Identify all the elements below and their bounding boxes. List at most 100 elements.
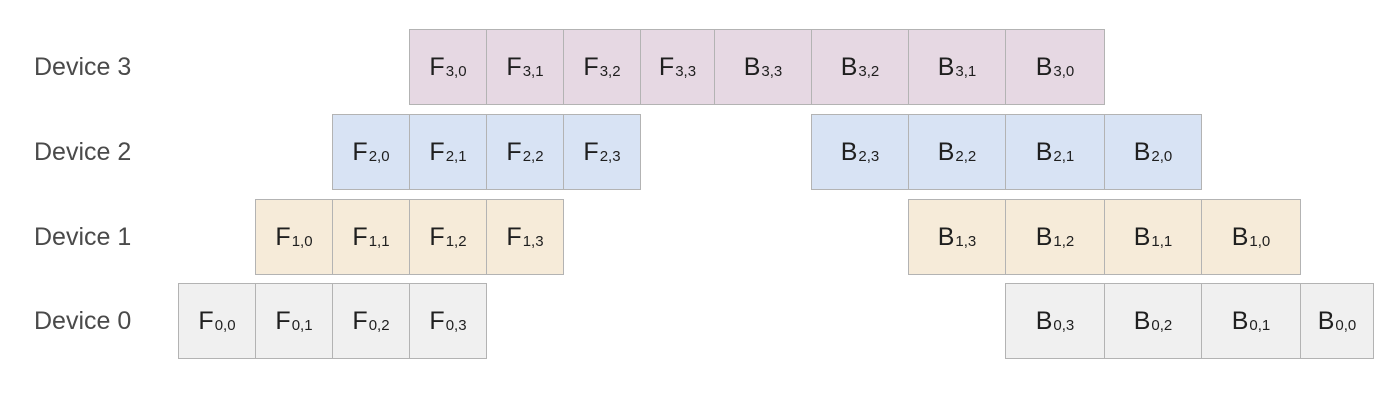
block-subscript: 2,0 — [368, 147, 390, 165]
block-subscript: 3,2 — [599, 62, 621, 80]
block-letter: F — [352, 306, 368, 335]
block-subscript: 3,2 — [858, 62, 880, 80]
block-subscript: 0,0 — [214, 316, 236, 334]
block-letter: F — [429, 137, 445, 166]
block-subscript: 1,1 — [368, 232, 390, 250]
block-subscript: 2,1 — [445, 147, 467, 165]
block-letter: F — [506, 137, 522, 166]
block-subscript: 2,2 — [522, 147, 544, 165]
device-label: Device 0 — [34, 307, 132, 335]
block-letter: F — [658, 52, 675, 81]
block-subscript: 2,3 — [599, 147, 621, 165]
block-letter: F — [506, 52, 522, 81]
block-letter: B — [1035, 52, 1053, 81]
block-letter: B — [937, 137, 955, 166]
block-subscript: 0,3 — [1053, 316, 1075, 334]
block-subscript: 0,2 — [1151, 316, 1173, 334]
block-subscript: 0,0 — [1335, 316, 1357, 334]
block-letter: B — [1133, 306, 1151, 335]
block-letter: B — [743, 52, 761, 81]
block-letter: B — [1133, 222, 1151, 251]
block-subscript: 1,3 — [955, 232, 977, 250]
block-subscript: 3,3 — [761, 62, 783, 80]
block-subscript: 1,1 — [1151, 232, 1173, 250]
block-subscript: 1,0 — [1249, 232, 1271, 250]
block-subscript: 1,3 — [522, 232, 544, 250]
block-letter: F — [583, 52, 599, 81]
block-subscript: 3,0 — [445, 62, 467, 80]
block-letter: F — [429, 222, 445, 251]
block-letter: F — [352, 222, 368, 251]
block-letter: B — [1231, 222, 1249, 251]
block-letter: B — [840, 137, 858, 166]
block-subscript: 0,1 — [291, 316, 313, 334]
block-letter: B — [1317, 306, 1335, 335]
device-label: Device 2 — [34, 138, 132, 166]
block-subscript: 3,1 — [522, 62, 544, 80]
block-letter: B — [1035, 222, 1053, 251]
block-letter: F — [429, 52, 445, 81]
block-letter: F — [583, 137, 599, 166]
block-subscript: 2,1 — [1053, 147, 1075, 165]
block-letter: F — [506, 222, 522, 251]
block-subscript: 1,2 — [445, 232, 467, 250]
block-letter: B — [1035, 306, 1053, 335]
block-subscript: 3,1 — [955, 62, 977, 80]
block-subscript: 2,3 — [858, 147, 880, 165]
block-subscript: 0,2 — [368, 316, 390, 334]
block-subscript: 0,3 — [445, 316, 467, 334]
block-letter: B — [1035, 137, 1053, 166]
block-letter: F — [275, 306, 291, 335]
block-letter: B — [1133, 137, 1151, 166]
block-subscript: 1,0 — [291, 232, 313, 250]
block-letter: F — [352, 137, 368, 166]
block-letter: B — [1231, 306, 1249, 335]
block-subscript: 2,0 — [1151, 147, 1173, 165]
block-letter: B — [840, 52, 858, 81]
block-letter: F — [429, 306, 445, 335]
block-letter: F — [198, 306, 214, 335]
device-label: Device 3 — [34, 53, 132, 81]
block-letter: B — [937, 52, 955, 81]
block-letter: F — [275, 222, 291, 251]
block-subscript: 3,0 — [1053, 62, 1075, 80]
block-subscript: 1,2 — [1053, 232, 1075, 250]
block-subscript: 0,1 — [1249, 316, 1271, 334]
block-subscript: 2,2 — [955, 147, 977, 165]
device-label: Device 1 — [34, 223, 132, 251]
block-subscript: 3,3 — [675, 62, 697, 80]
